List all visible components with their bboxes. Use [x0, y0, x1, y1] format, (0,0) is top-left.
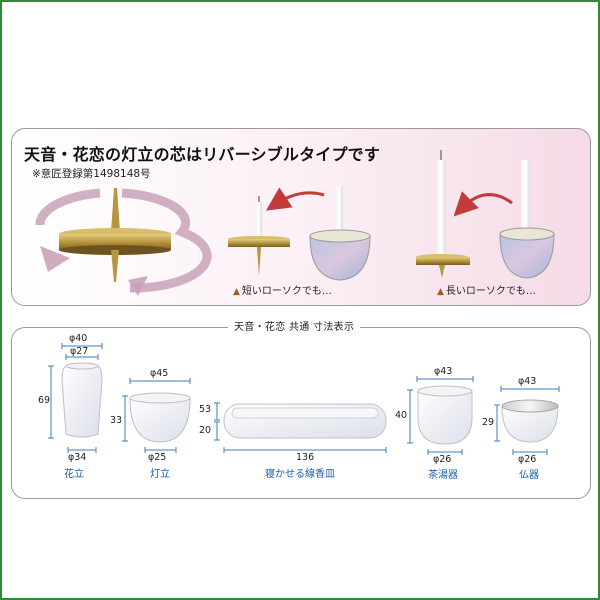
tea-cup-label: 茶湯器 — [428, 470, 458, 481]
candle-cup-illustration — [129, 397, 191, 443]
rice-bowl-label: 仏器 — [519, 470, 539, 481]
tea-cup-top-dim: φ43 — [434, 366, 453, 377]
rice-bowl-top-dim: φ43 — [518, 376, 537, 387]
vase-height-dim: 69 — [38, 395, 51, 406]
tea-cup-base-dim: φ26 — [433, 454, 452, 465]
vase-top-inner-dim: φ27 — [70, 346, 89, 357]
long-candle-illustration — [416, 150, 555, 279]
feature-title: 天音・花恋の灯立の芯はリバーシブルタイプです — [24, 145, 381, 164]
vase-label: 花立 — [64, 469, 84, 480]
long-candle-caption: ▲長いローソクでも… — [437, 282, 536, 297]
rice-bowl-illustration — [501, 405, 559, 443]
candle-cup-label: 灯立 — [150, 469, 170, 480]
registration-note: ※意匠登録第1498148号 — [32, 168, 151, 180]
rotate-arrow-right — [121, 188, 212, 293]
tray-depth-top-dim: 53 — [199, 404, 212, 415]
rotate-arrow-left — [35, 188, 101, 226]
candle-cup-height-dim: 33 — [110, 415, 123, 426]
caption-marker: ▲ — [437, 287, 444, 297]
vase-base-dim: φ34 — [68, 452, 87, 463]
tray-label: 寝かせる線香皿 — [265, 469, 335, 480]
caption-marker: ▲ — [233, 287, 240, 297]
holder-spike-bottom — [111, 250, 119, 282]
tea-cup-height-dim: 40 — [395, 410, 408, 421]
dimensions-header: 天音・花恋 共通 寸法表示 — [228, 318, 361, 333]
candle-cup-top-dim: φ45 — [150, 368, 169, 379]
tea-cup-illustration — [417, 390, 473, 445]
tray-depth-bottom-dim: 20 — [199, 425, 212, 436]
long-candle-caption-text: 長いローソクでも… — [445, 286, 536, 297]
candle-cup-base-dim: φ25 — [148, 452, 167, 463]
vase-illustration — [61, 365, 103, 438]
vase-top-outer-dim: φ40 — [69, 333, 88, 344]
short-candle-caption-text: 短いローソクでも… — [241, 286, 332, 297]
reversible-holder-illustration — [35, 188, 212, 296]
holder-spike-top — [111, 188, 120, 232]
short-candle-caption: ▲短いローソクでも… — [233, 282, 332, 297]
tray-width-dim: 136 — [296, 452, 315, 463]
short-candle-illustration — [228, 186, 371, 281]
feature-panel — [11, 128, 591, 306]
rice-bowl-height-dim: 29 — [482, 417, 495, 428]
rice-bowl-base-dim: φ26 — [518, 454, 537, 465]
